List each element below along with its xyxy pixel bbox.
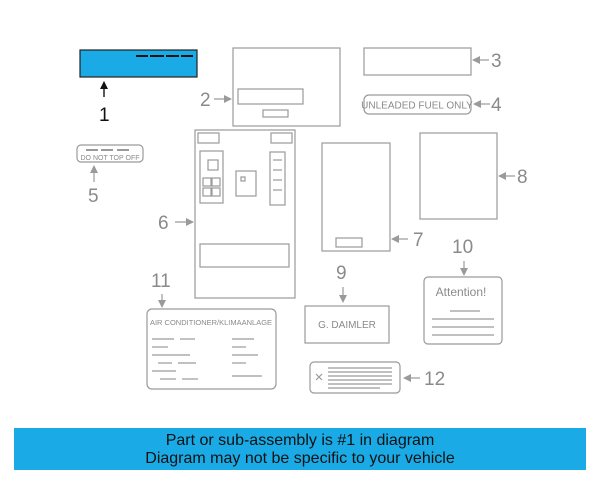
part-1-label[interactable] bbox=[79, 49, 198, 78]
banner-line-1: Part or sub-assembly is #1 in diagram bbox=[165, 432, 435, 449]
part-3-label[interactable] bbox=[363, 47, 472, 76]
do-not-top-off-text: DO NOT TOP OFF bbox=[81, 155, 140, 162]
daimler-text: G. DAIMLER bbox=[318, 320, 376, 331]
callout-3[interactable]: 3 bbox=[491, 51, 502, 72]
unleaded-fuel-text: UNLEADED FUEL ONLY bbox=[361, 101, 473, 112]
callout-8[interactable]: 8 bbox=[517, 167, 528, 188]
callout-4[interactable]: 4 bbox=[491, 95, 502, 116]
part-7-label[interactable] bbox=[321, 142, 391, 252]
attention-text: Attention! bbox=[436, 285, 487, 299]
part-8-label[interactable] bbox=[419, 132, 498, 220]
callout-6[interactable]: 6 bbox=[158, 213, 169, 234]
part-2-label[interactable] bbox=[232, 47, 341, 127]
banner-line-2: Diagram may not be specific to your vehi… bbox=[145, 450, 455, 467]
callout-5[interactable]: 5 bbox=[88, 186, 99, 207]
info-banner: Part or sub-assembly is #1 in diagram Di… bbox=[14, 428, 586, 470]
part-6-label[interactable] bbox=[194, 129, 296, 299]
part-9-label[interactable]: G. DAIMLER bbox=[304, 305, 390, 344]
callout-12[interactable]: 12 bbox=[424, 369, 445, 390]
part-4-label[interactable]: UNLEADED FUEL ONLY bbox=[361, 94, 473, 115]
callout-7[interactable]: 7 bbox=[413, 230, 424, 251]
callout-9[interactable]: 9 bbox=[336, 263, 347, 284]
air-conditioner-text: AIR CONDITIONER/KLIMAANLAGE bbox=[150, 318, 272, 327]
callout-10[interactable]: 10 bbox=[452, 237, 473, 258]
part-10-label[interactable]: Attention! bbox=[423, 276, 503, 345]
part-12-label[interactable] bbox=[309, 361, 401, 394]
callout-1[interactable]: 1 bbox=[99, 105, 110, 126]
part-5-label[interactable]: DO NOT TOP OFF bbox=[76, 144, 144, 163]
callout-11[interactable]: 11 bbox=[151, 271, 171, 292]
callout-2[interactable]: 2 bbox=[200, 90, 211, 111]
part-11-label[interactable]: AIR CONDITIONER/KLIMAANLAGE bbox=[146, 308, 277, 390]
logo-icon bbox=[315, 373, 323, 381]
